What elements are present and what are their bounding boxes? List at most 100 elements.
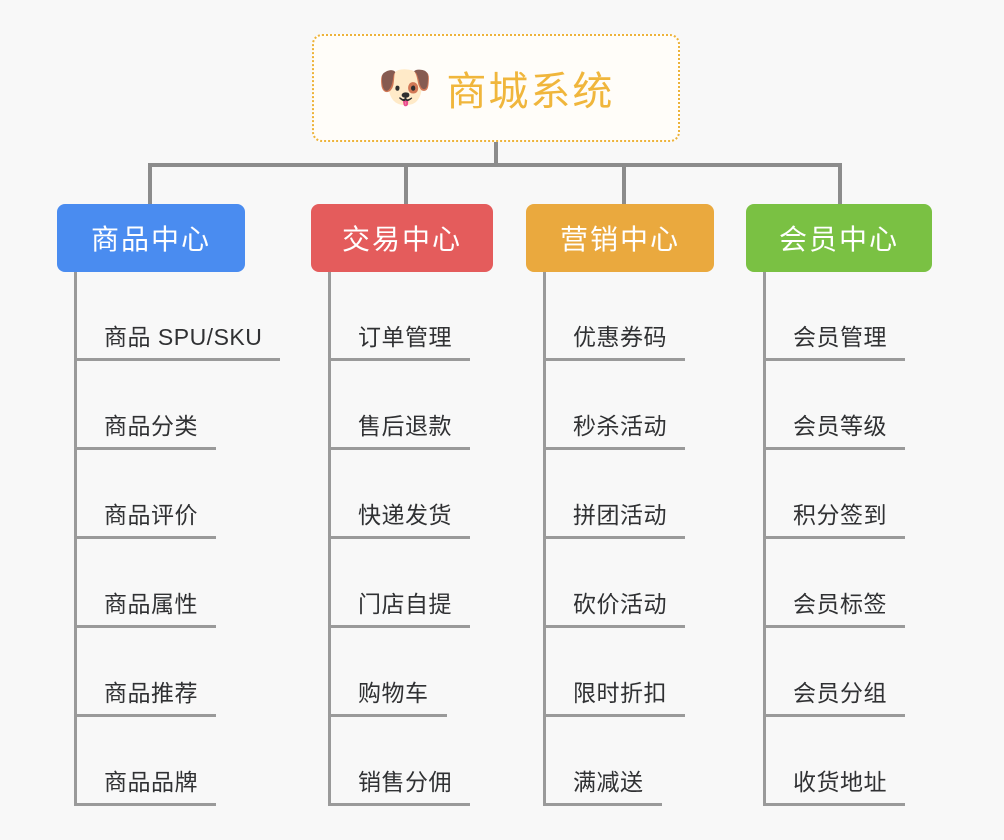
leaf-item[interactable]: 秒杀活动 <box>543 361 714 450</box>
leaf-item-label: 门店自提 <box>358 591 452 617</box>
leaf-item-label: 订单管理 <box>358 324 452 350</box>
leaf-underline: 售后退款 <box>328 407 470 450</box>
leaf-item-label: 优惠券码 <box>573 324 667 350</box>
leaf-item[interactable]: 会员管理 <box>763 272 932 361</box>
leaf-item[interactable]: 商品推荐 <box>74 628 280 717</box>
leaf-underline: 砍价活动 <box>543 585 685 628</box>
leaf-item-label: 会员标签 <box>793 591 887 617</box>
leaf-item-label: 商品分类 <box>104 413 198 439</box>
branch-trunk-line <box>74 272 77 806</box>
leaf-item-label: 销售分佣 <box>358 769 452 795</box>
leaf-underline: 积分签到 <box>763 496 905 539</box>
leaf-underline: 订单管理 <box>328 318 470 361</box>
leaf-underline: 限时折扣 <box>543 674 685 717</box>
leaf-underline: 会员分组 <box>763 674 905 717</box>
category-column-trade-center: 交易中心订单管理售后退款快递发货门店自提购物车销售分佣 <box>311 204 493 806</box>
leaf-item-label: 快递发货 <box>358 502 452 528</box>
leaf-item[interactable]: 销售分佣 <box>328 717 493 806</box>
leaf-item[interactable]: 满减送 <box>543 717 714 806</box>
leaf-underline: 会员标签 <box>763 585 905 628</box>
leaf-item[interactable]: 商品评价 <box>74 450 280 539</box>
leaf-item-label: 购物车 <box>358 680 429 706</box>
leaf-item[interactable]: 收货地址 <box>763 717 932 806</box>
leaf-underline: 快递发货 <box>328 496 470 539</box>
leaf-item-label: 限时折扣 <box>573 680 667 706</box>
leaf-underline: 商品品牌 <box>74 763 216 806</box>
leaf-underline: 销售分佣 <box>328 763 470 806</box>
leaf-item[interactable]: 会员分组 <box>763 628 932 717</box>
leaf-underline: 拼团活动 <box>543 496 685 539</box>
branch-trunk-line <box>763 272 766 806</box>
shiba-dog-face-icon: 🐶 <box>377 63 433 112</box>
leaf-item-label: 商品 SPU/SKU <box>104 324 263 350</box>
leaf-item[interactable]: 订单管理 <box>328 272 493 361</box>
root-stem-connector <box>494 142 498 165</box>
branch-group-member-center: 会员管理会员等级积分签到会员标签会员分组收货地址 <box>763 272 932 806</box>
branch-group-product-center: 商品 SPU/SKU 商品分类商品评价商品属性商品推荐商品品牌 <box>74 272 281 806</box>
leaf-item-label: 商品评价 <box>104 502 198 528</box>
leaf-underline: 购物车 <box>328 674 447 717</box>
branch-trunk-line <box>328 272 331 806</box>
category-header-label: 营销中心 <box>559 224 680 255</box>
category-header-product-center[interactable]: 商品中心 <box>57 204 245 272</box>
leaf-item[interactable]: 会员标签 <box>763 539 932 628</box>
leaf-item-label: 商品属性 <box>104 591 198 617</box>
leaf-underline: 商品推荐 <box>74 674 216 717</box>
drop-connector-trade-center <box>404 163 408 204</box>
category-header-label: 商品中心 <box>90 224 211 255</box>
leaf-item-label: 积分签到 <box>793 502 887 528</box>
leaf-underline: 商品 SPU/SKU <box>74 318 281 361</box>
leaf-underline: 门店自提 <box>328 585 470 628</box>
branch-trunk-line <box>543 272 546 806</box>
leaf-item[interactable]: 商品属性 <box>74 539 280 628</box>
horizontal-bus-connector <box>148 163 841 167</box>
leaf-item-label: 满减送 <box>573 769 644 795</box>
leaf-item[interactable]: 砍价活动 <box>543 539 714 628</box>
leaf-item[interactable]: 购物车 <box>328 628 493 717</box>
leaf-item-label: 拼团活动 <box>573 502 667 528</box>
leaf-item[interactable]: 限时折扣 <box>543 628 714 717</box>
leaf-item-label: 商品推荐 <box>104 680 198 706</box>
leaf-item-label: 会员等级 <box>793 413 887 439</box>
leaf-item[interactable]: 优惠券码 <box>543 272 714 361</box>
category-header-trade-center[interactable]: 交易中心 <box>311 204 493 272</box>
leaf-item[interactable]: 快递发货 <box>328 450 493 539</box>
leaf-item[interactable]: 门店自提 <box>328 539 493 628</box>
leaf-item-label: 售后退款 <box>358 413 452 439</box>
category-column-member-center: 会员中心会员管理会员等级积分签到会员标签会员分组收货地址 <box>746 204 932 806</box>
leaf-item-label: 砍价活动 <box>573 591 667 617</box>
leaf-item[interactable]: 会员等级 <box>763 361 932 450</box>
root-title: 商城系统 <box>446 70 615 114</box>
leaf-underline: 会员管理 <box>763 318 905 361</box>
category-column-product-center: 商品中心商品 SPU/SKU 商品分类商品评价商品属性商品推荐商品品牌 <box>57 204 281 806</box>
leaf-underline: 商品评价 <box>74 496 216 539</box>
root-node[interactable]: 🐶 商城系统 <box>312 34 680 142</box>
branch-group-trade-center: 订单管理售后退款快递发货门店自提购物车销售分佣 <box>328 272 493 806</box>
leaf-underline: 商品属性 <box>74 585 216 628</box>
leaf-underline: 商品分类 <box>74 407 216 450</box>
leaf-item[interactable]: 售后退款 <box>328 361 493 450</box>
category-column-marketing-center: 营销中心优惠券码秒杀活动拼团活动砍价活动限时折扣满减送 <box>526 204 714 806</box>
leaf-item-label: 商品品牌 <box>104 769 198 795</box>
leaf-item-label: 会员分组 <box>793 680 887 706</box>
leaf-underline: 收货地址 <box>763 763 905 806</box>
category-header-marketing-center[interactable]: 营销中心 <box>526 204 714 272</box>
leaf-item-label: 收货地址 <box>793 769 887 795</box>
leaf-underline: 秒杀活动 <box>543 407 685 450</box>
leaf-item[interactable]: 积分签到 <box>763 450 932 539</box>
leaf-item[interactable]: 商品 SPU/SKU <box>74 272 281 361</box>
drop-connector-member-center <box>838 163 842 204</box>
leaf-underline: 会员等级 <box>763 407 905 450</box>
leaf-item[interactable]: 拼团活动 <box>543 450 714 539</box>
category-header-member-center[interactable]: 会员中心 <box>746 204 932 272</box>
leaf-item[interactable]: 商品分类 <box>74 361 280 450</box>
category-header-label: 会员中心 <box>778 224 899 255</box>
drop-connector-product-center <box>148 163 152 204</box>
branch-group-marketing-center: 优惠券码秒杀活动拼团活动砍价活动限时折扣满减送 <box>543 272 714 806</box>
leaf-item[interactable]: 商品品牌 <box>74 717 280 806</box>
drop-connector-marketing-center <box>622 163 626 204</box>
category-header-label: 交易中心 <box>341 224 462 255</box>
leaf-item-label: 秒杀活动 <box>573 413 667 439</box>
leaf-underline: 优惠券码 <box>543 318 685 361</box>
